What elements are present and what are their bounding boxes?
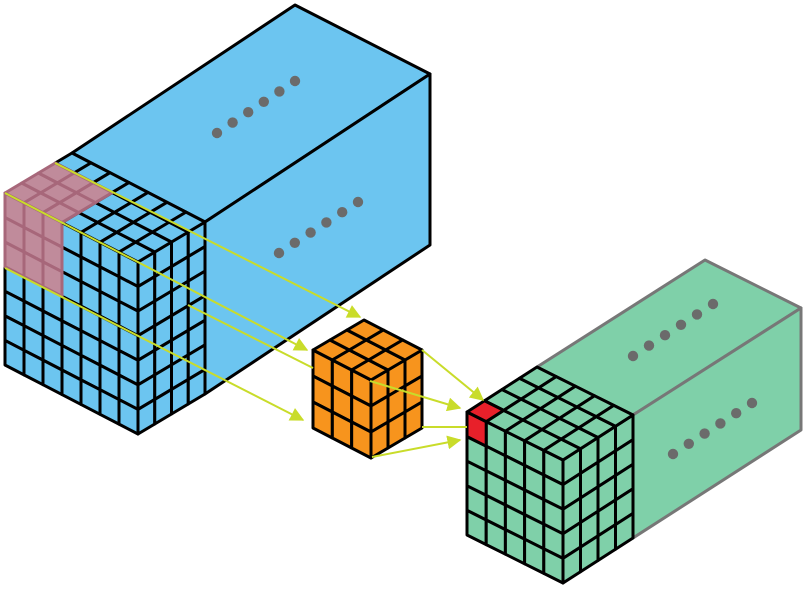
ellipsis-dot bbox=[683, 438, 694, 449]
ellipsis-dot bbox=[659, 330, 671, 341]
ellipsis-dot bbox=[321, 217, 332, 228]
connector-arrow bbox=[371, 435, 462, 458]
ellipsis-dot bbox=[699, 428, 710, 439]
ellipsis-dot bbox=[667, 448, 679, 460]
kernel-cube bbox=[311, 318, 424, 460]
ellipsis-dot bbox=[643, 340, 655, 351]
ellipsis-dot bbox=[627, 350, 639, 362]
connector-arrow bbox=[369, 380, 462, 412]
connector-line bbox=[187, 304, 314, 369]
ellipsis-dot bbox=[691, 309, 703, 320]
ellipsis-dot bbox=[746, 397, 758, 409]
ellipsis-dot bbox=[289, 75, 301, 87]
top-face-cell bbox=[167, 210, 207, 234]
output-volume-box bbox=[535, 258, 803, 540]
ellipsis-dot bbox=[305, 227, 316, 238]
connector-arrow bbox=[421, 349, 485, 401]
ellipsis-dot bbox=[243, 107, 254, 118]
ellipsis-dot bbox=[707, 298, 719, 310]
ellipsis-dot bbox=[289, 237, 300, 248]
ellipsis-dot bbox=[227, 117, 238, 128]
connector-arrow bbox=[4, 267, 305, 421]
connector-arrow bbox=[4, 192, 309, 351]
ellipsis-dot bbox=[337, 207, 348, 218]
side-face-cell bbox=[186, 367, 207, 406]
ellipsis-dot bbox=[675, 319, 687, 330]
ellipsis-dot bbox=[258, 96, 269, 108]
input-volume-box bbox=[70, 3, 432, 396]
connector-arrows bbox=[4, 162, 485, 458]
ellipsis-dot bbox=[273, 247, 285, 259]
connector-arrow bbox=[54, 162, 362, 318]
ellipsis-dot bbox=[211, 127, 223, 139]
ellipsis-dot bbox=[274, 86, 285, 97]
output-volume-grid bbox=[465, 365, 635, 585]
ellipsis-dot bbox=[715, 418, 726, 429]
top-face-highlight-cell bbox=[465, 399, 506, 424]
ellipsis-dot bbox=[352, 196, 364, 208]
ellipsis-dot bbox=[731, 408, 742, 419]
